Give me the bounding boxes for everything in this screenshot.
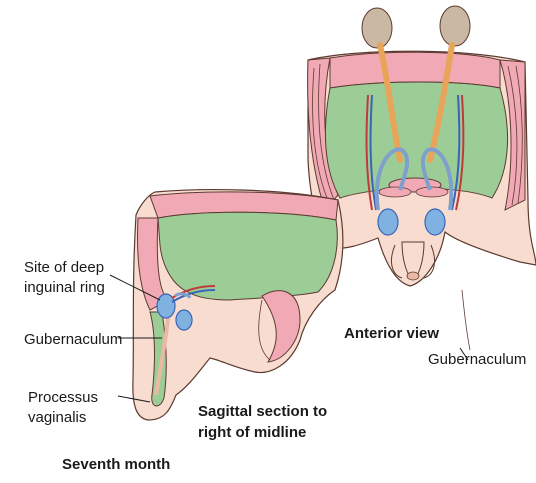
- left-kidney: [362, 8, 392, 48]
- label-sagittal-line2: right of midline: [198, 424, 306, 441]
- label-gubernaculum-right: Gubernaculum: [428, 351, 526, 368]
- sagittal-abdominal-cavity: [158, 212, 337, 300]
- label-processus-line2: vaginalis: [28, 409, 86, 426]
- label-gubernaculum-left: Gubernaculum: [24, 331, 122, 348]
- label-anterior-view: Anterior view: [344, 325, 439, 342]
- right-kidney: [440, 6, 470, 46]
- label-sagittal-line1: Sagittal section to: [198, 403, 327, 420]
- right-testis: [425, 209, 445, 235]
- sagittal-section-figure: [133, 190, 343, 420]
- label-site-line2: inguinal ring: [24, 279, 105, 296]
- sagittal-testis-lower: [176, 310, 192, 330]
- left-testis: [378, 209, 398, 235]
- label-seventh-month: Seventh month: [62, 456, 170, 473]
- label-site-line1: Site of deep: [24, 259, 104, 276]
- anterior-view-figure: [308, 6, 536, 350]
- label-processus-line1: Processus: [28, 389, 98, 406]
